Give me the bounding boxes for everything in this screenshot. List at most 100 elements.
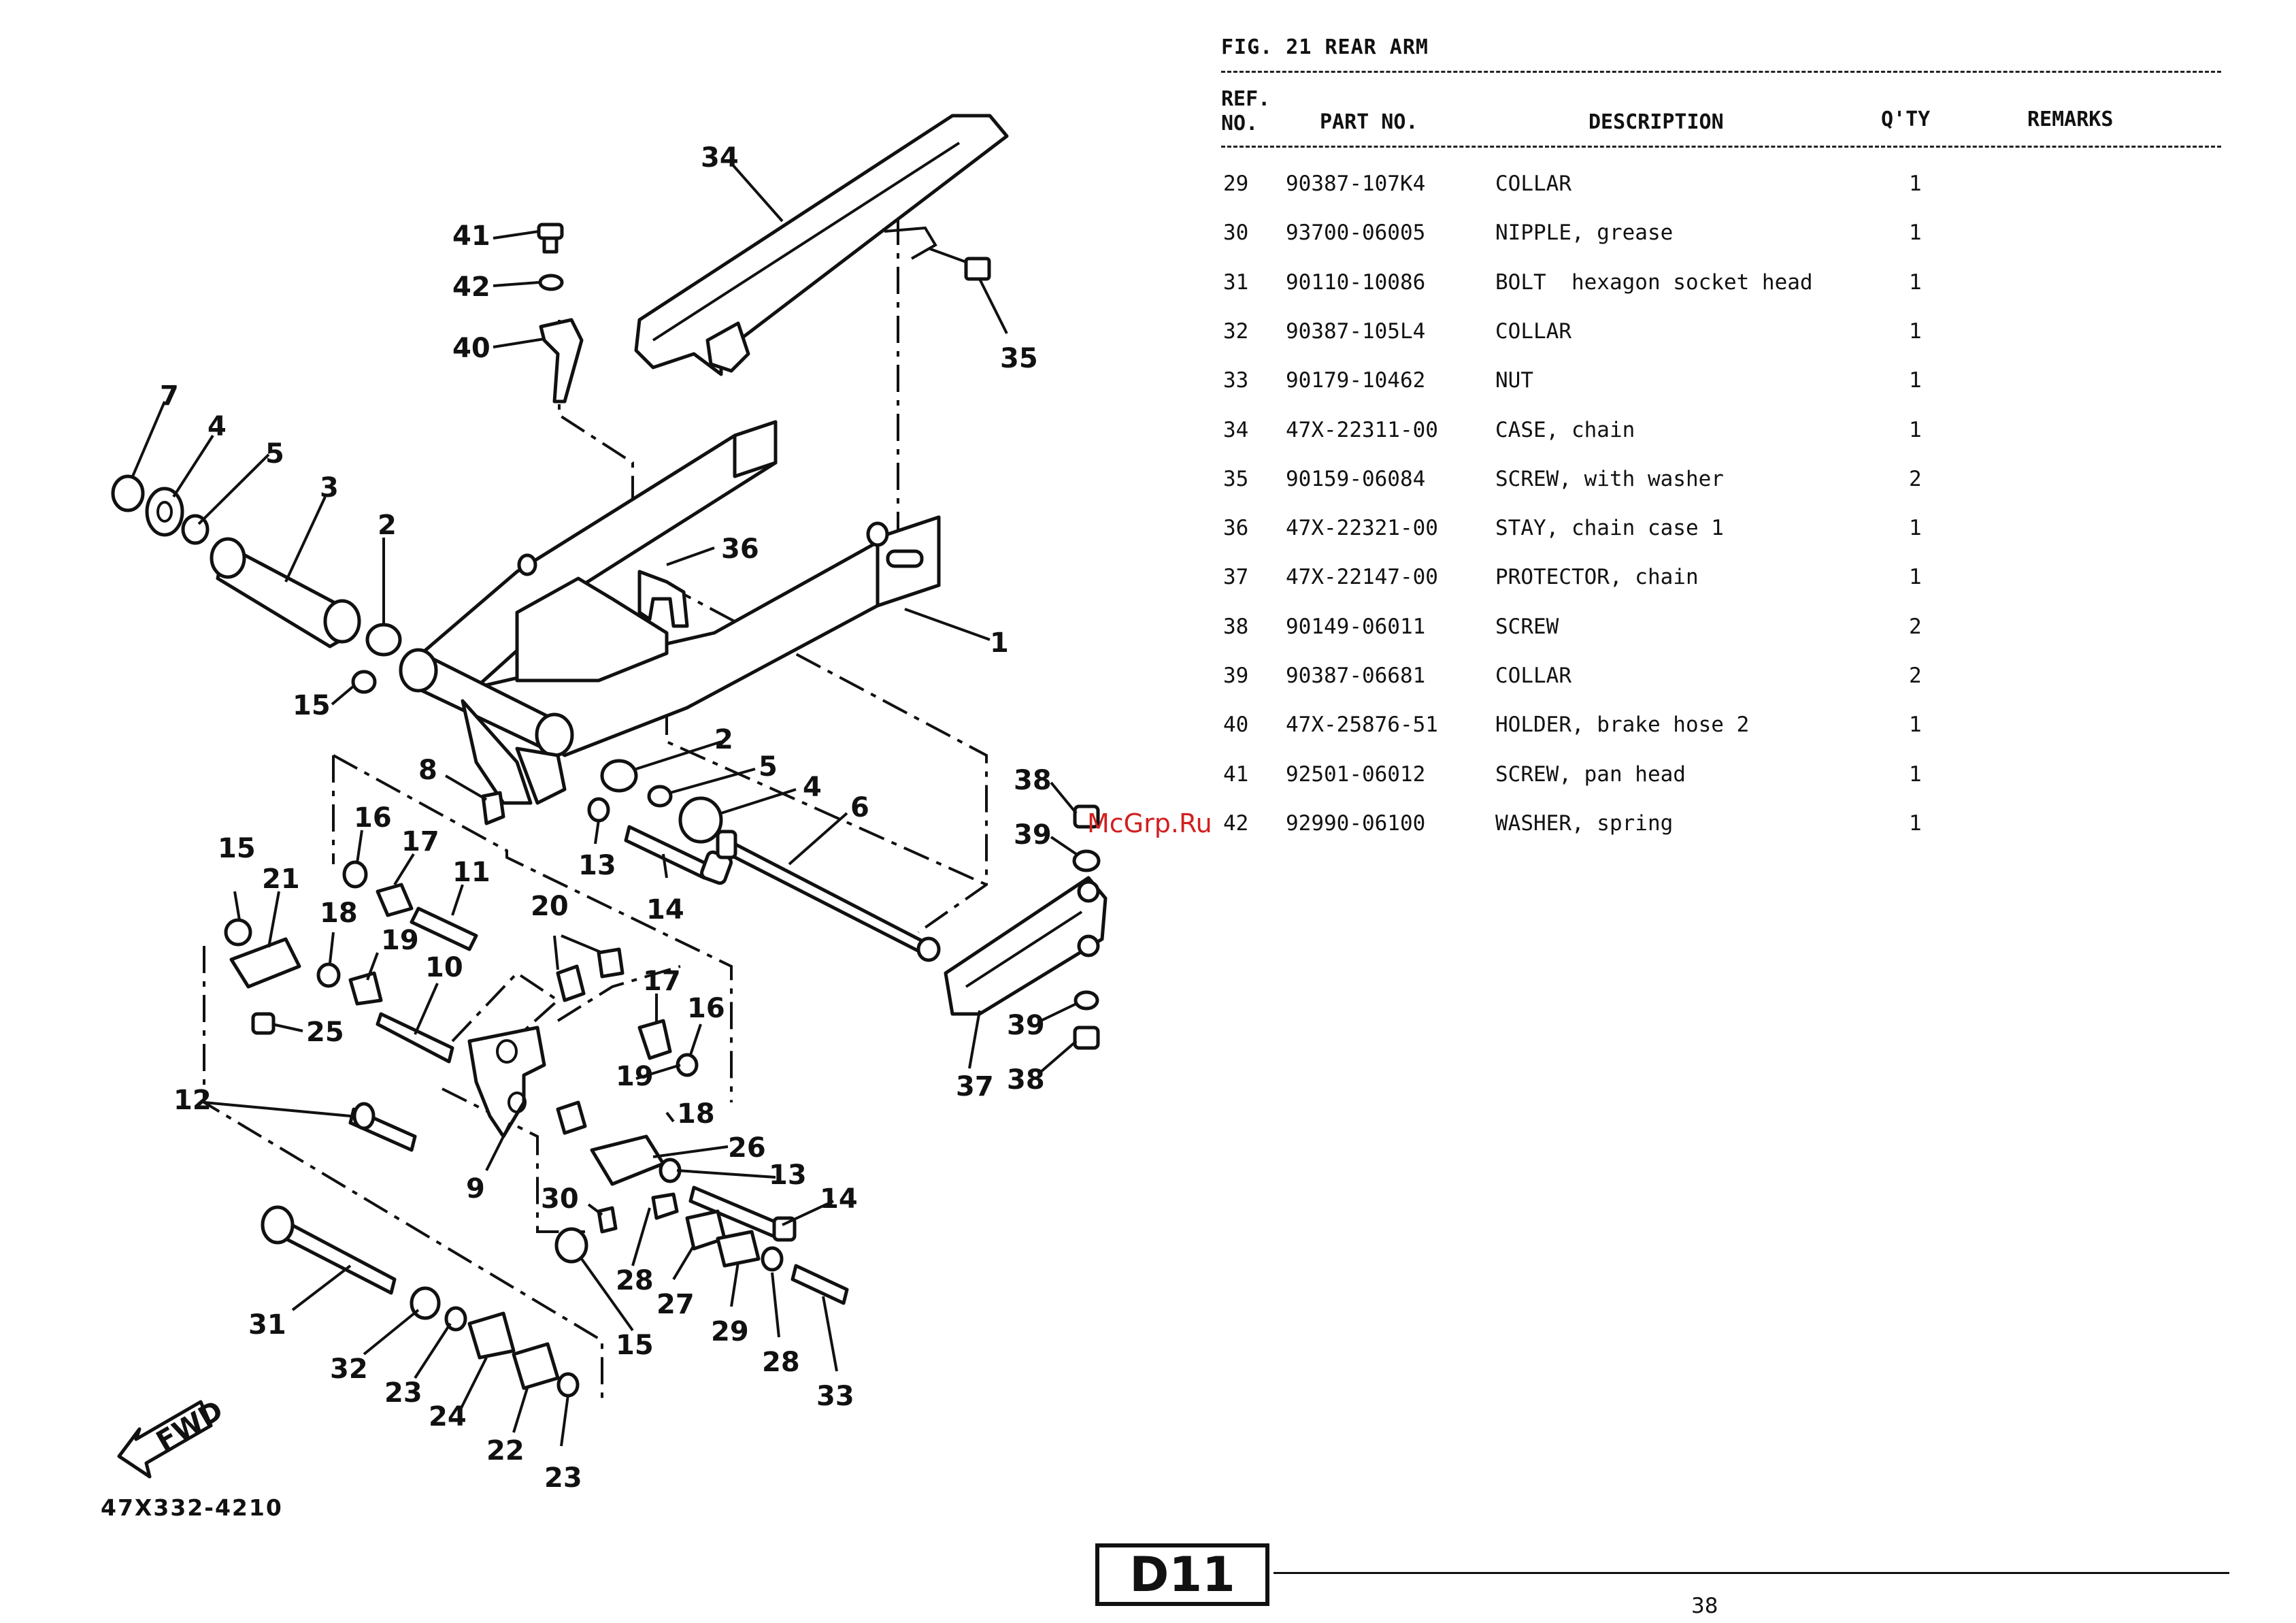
callout-24: 24: [429, 1401, 467, 1432]
callout-34: 34: [701, 142, 739, 174]
part-description: COLLAR: [1495, 318, 1571, 344]
part-ref: 35: [1223, 466, 1249, 491]
callout-2-b: 2: [714, 724, 733, 755]
chain-case-part: [634, 114, 1009, 376]
pivot-right-collars-part: [587, 759, 723, 844]
callout-18-b: 18: [677, 1098, 715, 1130]
bushing-15-left: [351, 670, 377, 694]
part-number: 92501-06012: [1286, 761, 1426, 787]
callout-17-a: 17: [401, 826, 439, 857]
part-ref: 34: [1223, 417, 1249, 442]
chain-case-screw-part: [928, 247, 991, 281]
linkage-parts: [224, 860, 849, 1398]
callout-36: 36: [721, 534, 759, 565]
part-ref: 37: [1223, 565, 1249, 590]
part-number: 47X-22311-00: [1286, 417, 1438, 442]
callout-31: 31: [248, 1309, 286, 1341]
callout-29: 29: [711, 1316, 749, 1347]
part-description: SCREW, pan head: [1495, 761, 1686, 787]
callout-14-b: 14: [820, 1183, 858, 1215]
callout-5-b: 5: [759, 751, 778, 783]
callout-16-b: 16: [687, 993, 725, 1024]
callout-1: 1: [990, 627, 1009, 659]
callout-18-a: 18: [320, 898, 358, 929]
protector-screws-part: [1072, 804, 1101, 1050]
part-ref: 32: [1223, 318, 1249, 344]
callout-19-b: 19: [616, 1061, 654, 1092]
part-ref: 39: [1223, 663, 1249, 688]
part-qty: 2: [1909, 614, 1922, 639]
header-remarks: REMARKS: [2027, 108, 2114, 131]
callout-37: 37: [956, 1071, 994, 1102]
part-qty: 1: [1909, 220, 1922, 246]
pivot-shaft-part: [210, 537, 361, 649]
callout-16-a: 16: [354, 802, 392, 834]
callout-labels: 34 41 42 40 35 7 4 5 3 2 36 1 15 2 5 4 6…: [160, 142, 1052, 1494]
callout-20: 20: [531, 891, 569, 922]
part-number: 90159-06084: [1286, 466, 1426, 491]
top-rule: [1221, 71, 2221, 73]
callout-11: 11: [452, 857, 490, 888]
callout-19-a: 19: [381, 925, 419, 956]
callout-4: 4: [207, 411, 227, 442]
section-label: D11: [1095, 1543, 1269, 1606]
part-number: 90387-107K4: [1286, 171, 1426, 196]
part-description: CASE, chain: [1495, 417, 1635, 442]
header-description: DESCRIPTION: [1588, 110, 1724, 134]
part-number: 92990-06100: [1286, 810, 1426, 836]
part-number: 47X-22147-00: [1286, 565, 1438, 590]
part-ref: 31: [1223, 269, 1249, 295]
part-description: SCREW: [1495, 614, 1559, 639]
part-number: 90387-06681: [1286, 663, 1426, 688]
brake-hose-holder-part: [537, 223, 584, 404]
part-description: PROTECTOR, chain: [1495, 565, 1699, 590]
page-number: 38: [1691, 1594, 1718, 1618]
header-ref-line2: NO.: [1221, 112, 1259, 135]
callout-38-b: 38: [1007, 1064, 1045, 1096]
callout-13-a: 13: [578, 850, 616, 881]
part-number: 47X-25876-51: [1286, 712, 1438, 738]
part-ref: 30: [1223, 220, 1249, 246]
callout-28-b: 28: [762, 1347, 800, 1378]
callout-39-a: 39: [1014, 819, 1052, 851]
part-number: 90179-10462: [1286, 368, 1426, 393]
figure-title: FIG. 21 REAR ARM: [1221, 35, 1429, 59]
drawing-code: 47X332-4210: [101, 1494, 283, 1521]
rear-arm-part: [399, 420, 941, 805]
watermark: McGrp.Ru: [1087, 808, 1212, 838]
grease-nipple-8: [481, 791, 505, 825]
callout-8: 8: [418, 755, 437, 786]
callout-42: 42: [452, 272, 490, 303]
part-qty: 1: [1909, 171, 1922, 196]
callout-22: 22: [486, 1435, 525, 1466]
callout-7: 7: [160, 380, 179, 412]
part-qty: 1: [1909, 712, 1922, 738]
part-number: 47X-22321-00: [1286, 516, 1438, 541]
callout-15-c: 15: [616, 1330, 654, 1361]
callout-13-b: 13: [769, 1160, 807, 1191]
callout-26: 26: [728, 1132, 766, 1164]
callout-4-b: 4: [803, 772, 822, 803]
part-description: BOLT hexagon socket head: [1495, 269, 1813, 295]
part-qty: 2: [1909, 466, 1922, 491]
part-ref: 41: [1223, 761, 1249, 787]
part-qty: 1: [1909, 269, 1922, 295]
callout-41: 41: [452, 220, 490, 252]
callout-6: 6: [850, 792, 869, 823]
part-ref: 33: [1223, 368, 1249, 393]
part-number: 90387-105L4: [1286, 318, 1426, 344]
part-description: WASHER, spring: [1495, 810, 1674, 836]
part-qty: 1: [1909, 810, 1922, 836]
header-qty: Q'TY: [1881, 108, 1931, 131]
callout-17-b: 17: [643, 966, 681, 997]
callout-28-a: 28: [616, 1265, 654, 1296]
header-ref-no: REF. NO.: [1221, 87, 1270, 136]
part-qty: 2: [1909, 663, 1922, 688]
callout-23-a: 23: [384, 1377, 422, 1409]
